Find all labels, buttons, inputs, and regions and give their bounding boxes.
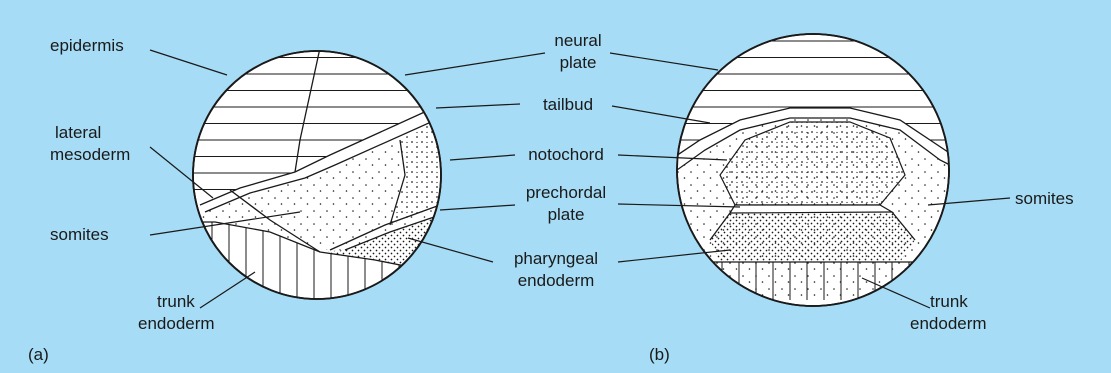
label-trunk-endoderm-a-line2: endoderm — [138, 314, 215, 333]
label-pharyngeal-endoderm-line2: endoderm — [518, 271, 595, 290]
label-trunk-endoderm-b-line2: endoderm — [910, 314, 987, 333]
label-prechordal-plate-line2: plate — [548, 205, 585, 224]
panel-label-b: (b) — [649, 345, 670, 364]
prechordal-plate-region-b — [730, 205, 892, 213]
label-tailbud: tailbud — [543, 95, 593, 114]
label-pharyngeal-endoderm-line1: pharyngeal — [514, 249, 598, 268]
label-neural-plate-line2: plate — [560, 53, 597, 72]
label-somites-b: somites — [1015, 189, 1074, 208]
label-prechordal-plate-line1: prechordal — [526, 183, 606, 202]
pharyngeal-endoderm-region-b — [710, 212, 915, 262]
label-lateral-mesoderm-line1: lateral — [55, 123, 101, 142]
label-trunk-endoderm-b-line1: trunk — [930, 292, 968, 311]
label-neural-plate-line1: neural — [554, 31, 601, 50]
label-lateral-mesoderm-line2: mesoderm — [50, 145, 130, 164]
label-notochord: notochord — [528, 145, 604, 164]
label-somites-a: somites — [50, 225, 109, 244]
label-epidermis: epidermis — [50, 36, 124, 55]
label-trunk-endoderm-a-line1: trunk — [157, 292, 195, 311]
panel-label-a: (a) — [28, 345, 49, 364]
